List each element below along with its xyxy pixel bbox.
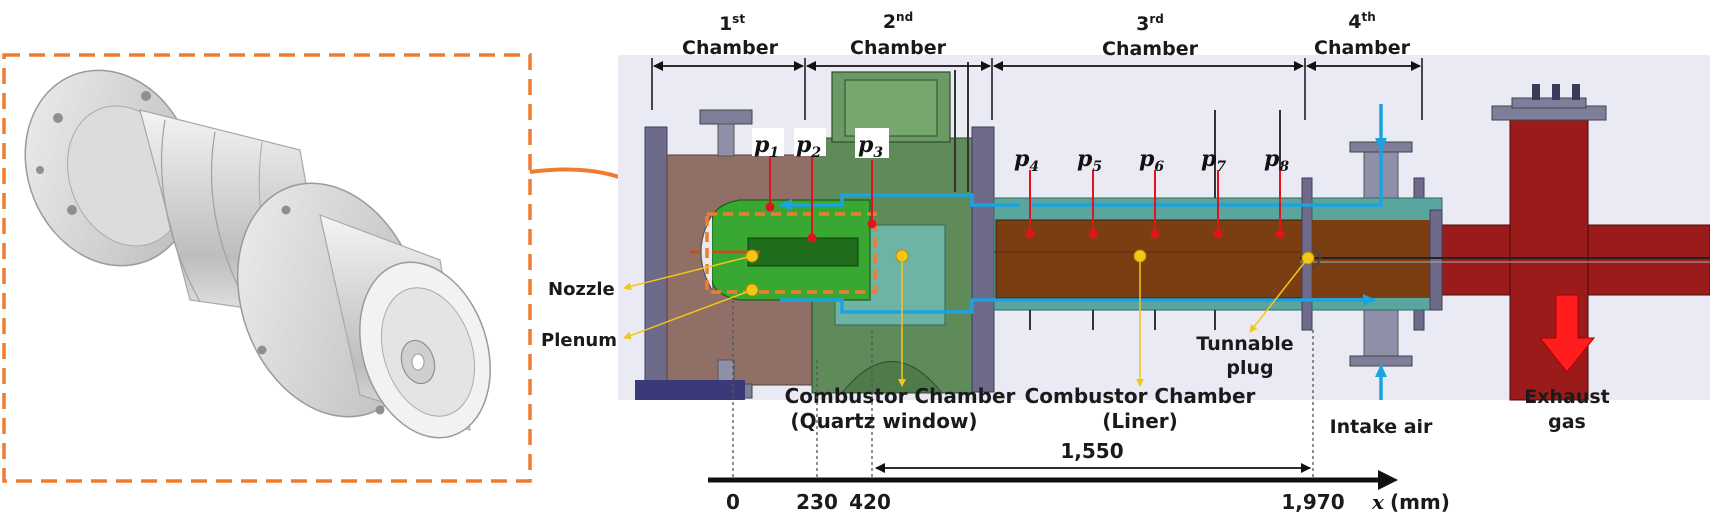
tunnable-plug <box>1311 247 1321 269</box>
exhaust-label-2: gas <box>1548 411 1586 433</box>
chamber-2-ordinal: 2nd <box>883 10 913 33</box>
intake-bottom-tube <box>1363 309 1399 359</box>
nozzle-label: Nozzle <box>548 279 615 300</box>
chamber-2-word: Chamber <box>850 37 947 59</box>
liner-label-2: (Liner) <box>1102 409 1178 433</box>
x-axis: 1,550 0 230 420 1,970 x(mm) <box>708 300 1450 514</box>
chamber-dimension-lines <box>651 58 1423 120</box>
sensor-label-p3: p3 <box>858 132 883 161</box>
axis-unit: x(mm) <box>1371 490 1450 514</box>
chamber-4-word: Chamber <box>1314 37 1411 59</box>
bolt-hole <box>375 405 385 415</box>
tick-label-0: 0 <box>726 490 740 514</box>
sensor-label-p6: p6 <box>1139 146 1164 175</box>
plenum-label: Plenum <box>541 330 617 351</box>
chamber-4-ordinal: 4th <box>1348 10 1376 33</box>
bolt-hole <box>141 91 151 101</box>
nozzle-render-panel <box>2 53 532 483</box>
pressure-sensor-marks <box>769 155 1281 238</box>
chamber-headers: 1st Chamber 2nd Chamber 3rd Chamber 4th … <box>682 10 1411 60</box>
tick-label-420: 420 <box>849 490 891 514</box>
tunnable-label-1: Tunnable <box>1196 333 1293 355</box>
axis-guide-lines <box>732 300 1314 480</box>
bolt-hole <box>53 113 63 123</box>
component-labels: Nozzle Plenum Combustor Chamber (Quartz … <box>541 279 1610 438</box>
leader-lines <box>623 255 1309 387</box>
sensor-labels: p1 p2 p3 p4 p5 p6 p7 p8 <box>752 128 1289 175</box>
exhaust-bolts <box>1532 84 1580 100</box>
exhaust-arrow <box>1538 294 1596 373</box>
bolt-hole <box>257 345 267 355</box>
tick-label-1970: 1,970 <box>1281 490 1344 514</box>
chamber-1-casing <box>644 126 668 393</box>
bolt-hole <box>36 166 44 174</box>
sensor-label-p8: p8 <box>1264 146 1289 175</box>
nozzle-core <box>747 237 859 267</box>
sensor-label-p4: p4 <box>1014 146 1039 175</box>
chamber-2-bottom-port <box>840 361 944 394</box>
tunnable-label-2: plug <box>1226 357 1273 379</box>
liner-label-1: Combustor Chamber <box>1025 384 1256 408</box>
bolt-hole <box>67 205 77 215</box>
tick-label-230: 230 <box>796 490 838 514</box>
flow-arrows <box>779 104 1387 400</box>
sensor-label-p2: p2 <box>796 132 821 161</box>
chamber-3-ordinal: 3rd <box>1136 12 1164 35</box>
chamber-1-top-port <box>699 109 753 125</box>
quartz-label-2: (Quartz window) <box>790 409 977 433</box>
chamber-1-word: Chamber <box>682 37 779 59</box>
bottom-taps <box>1029 310 1216 330</box>
intake-air-label: Intake air <box>1330 416 1433 438</box>
chamber-1-ordinal: 1st <box>719 12 745 35</box>
exhaust-label-1: Exhaust <box>1524 386 1610 408</box>
bolt-hole <box>281 205 291 215</box>
pressure-sensor-dots <box>765 202 1285 243</box>
sensor-label-p7: p7 <box>1201 146 1226 175</box>
sensor-label-p1: p1 <box>754 132 779 161</box>
axis-arrowhead <box>1378 470 1398 490</box>
quartz-label-1: Combustor Chamber <box>785 384 1016 408</box>
apparatus-cross-section <box>618 55 1710 401</box>
span-label: 1,550 <box>1060 439 1123 463</box>
sensor-label-p5: p5 <box>1077 146 1102 175</box>
chamber-3-word: Chamber <box>1102 38 1199 60</box>
zoom-region-box <box>705 212 877 294</box>
